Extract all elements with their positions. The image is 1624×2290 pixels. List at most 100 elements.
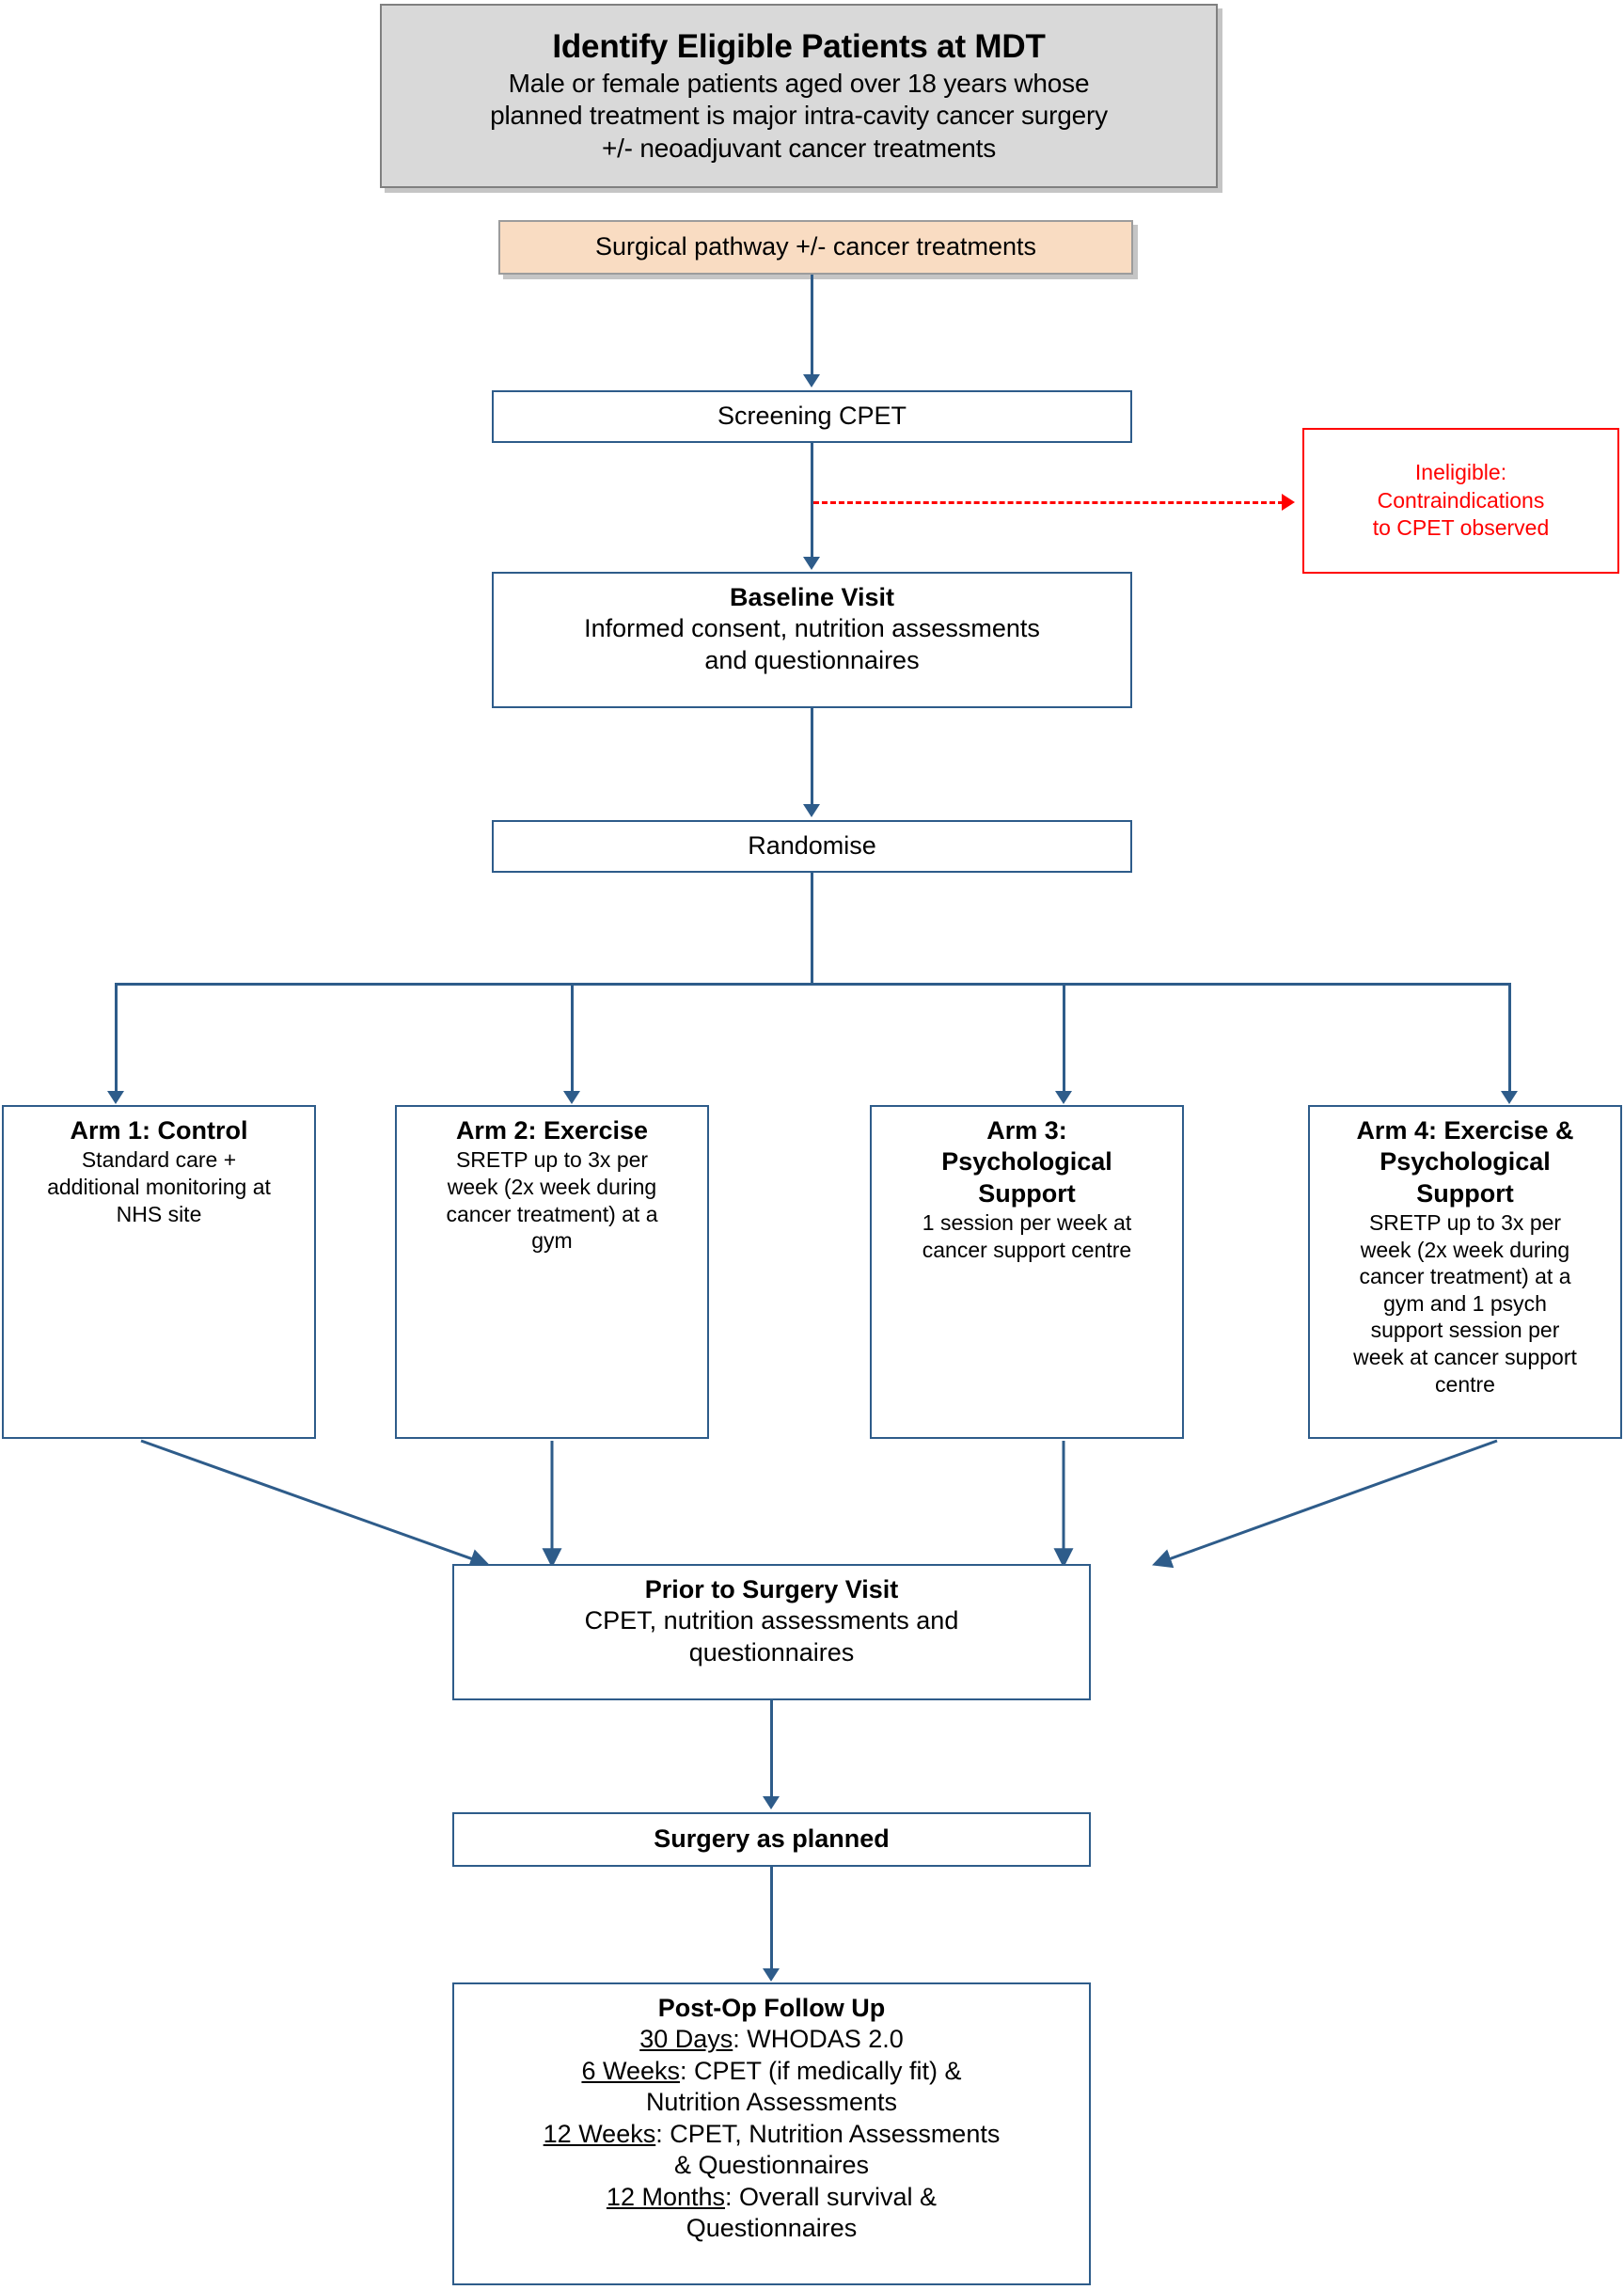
connector-randomise-bus xyxy=(115,983,1511,986)
connector-screening-to-ineligible xyxy=(813,501,1284,504)
node-baseline-visit: Baseline Visit Informed consent, nutriti… xyxy=(492,572,1132,708)
arrowhead-baseline-to-randomise xyxy=(803,804,820,817)
followup-row-label: 6 Weeks xyxy=(581,2056,680,2085)
ineligible-line-1: Ineligible: xyxy=(1414,459,1507,484)
arm2-line-2: week (2x week during xyxy=(447,1174,657,1199)
arm1-line-1: Standard care + xyxy=(81,1147,237,1173)
followup-row-label: 30 Days xyxy=(639,2025,733,2054)
arrowhead-bus-to-arm3 xyxy=(1055,1091,1072,1104)
arm2-title: Arm 2: Exercise xyxy=(455,1116,649,1145)
arm1-title: Arm 1: Control xyxy=(70,1116,248,1145)
followup-row-text: : CPET, Nutrition Assessments xyxy=(655,2119,1001,2148)
screening-title: Screening CPET xyxy=(717,402,907,431)
node-randomise: Randomise xyxy=(492,820,1132,873)
node-identify-eligible-patients: Identify Eligible Patients at MDT Male o… xyxy=(380,4,1218,188)
identify-title: Identify Eligible Patients at MDT xyxy=(552,28,1046,66)
followup-row: 12 Months: Overall survival & xyxy=(454,2182,1089,2213)
followup-row: Questionnaires xyxy=(454,2213,1089,2244)
surgical-pathway-title: Surgical pathway +/- cancer treatments xyxy=(595,232,1036,261)
arm2-line-1: SRETP up to 3x per xyxy=(455,1147,649,1173)
arm3-title-line-1: Arm 3: xyxy=(986,1116,1067,1145)
prior-surgery-line-2: questionnaires xyxy=(688,1637,855,1666)
node-surgical-pathway: Surgical pathway +/- cancer treatments xyxy=(498,220,1133,275)
surgery-title: Surgery as planned xyxy=(654,1824,890,1854)
followup-row-text: & Questionnaires xyxy=(673,2151,870,2180)
connector-arm2-to-prior-surgery xyxy=(542,1441,562,1569)
arm4-line-3: cancer treatment) at a xyxy=(1359,1264,1571,1289)
arm4-title-line-3: Support xyxy=(1416,1178,1514,1208)
connector-bus-to-arm3 xyxy=(1063,983,1065,1096)
arm4-line-7: centre xyxy=(1435,1371,1495,1397)
arrowhead-surgery-to-followup xyxy=(763,1968,780,1982)
connector-arm3-to-prior-surgery xyxy=(1053,1441,1074,1569)
followup-row: 12 Weeks: CPET, Nutrition Assessments xyxy=(454,2119,1089,2150)
arrowhead-bus-to-arm4 xyxy=(1501,1091,1518,1104)
node-surgery-as-planned: Surgery as planned xyxy=(452,1812,1091,1867)
followup-row: 30 Days: WHODAS 2.0 xyxy=(454,2024,1089,2055)
node-prior-to-surgery-visit: Prior to Surgery Visit CPET, nutrition a… xyxy=(452,1564,1091,1700)
arm4-title-line-2: Psychological xyxy=(1380,1147,1551,1177)
connector-prior-surgery-to-surgery xyxy=(770,1700,773,1806)
connector-screening-to-baseline xyxy=(811,443,813,566)
connector-bus-to-arm1 xyxy=(115,983,118,1096)
connector-surgery-to-followup xyxy=(770,1867,773,1978)
randomise-title: Randomise xyxy=(748,831,876,861)
identify-line-2: planned treatment is major intra-cavity … xyxy=(490,101,1108,131)
arm1-line-2: additional monitoring at xyxy=(47,1174,271,1199)
connector-pathway-to-screening xyxy=(811,275,813,376)
arrowhead-screening-to-baseline xyxy=(803,557,820,570)
arm1-line-3: NHS site xyxy=(116,1201,202,1226)
node-arm-3-psychological-support: Arm 3: Psychological Support 1 session p… xyxy=(870,1105,1184,1439)
arm3-title-line-2: Psychological xyxy=(941,1147,1112,1177)
node-arm-2-exercise: Arm 2: Exercise SRETP up to 3x per week … xyxy=(395,1105,709,1439)
ineligible-line-2: Contraindications xyxy=(1377,487,1545,513)
arm4-line-2: week (2x week during xyxy=(1360,1237,1570,1262)
followup-row-label: 12 Weeks xyxy=(543,2119,656,2148)
followup-row: Nutrition Assessments xyxy=(454,2087,1089,2118)
prior-surgery-title: Prior to Surgery Visit xyxy=(644,1575,899,1603)
baseline-line-1: Informed consent, nutrition assessments xyxy=(584,614,1040,643)
baseline-line-2: and questionnaires xyxy=(704,645,920,674)
followup-row-label: 12 Months xyxy=(606,2182,725,2211)
connector-randomise-trunk xyxy=(811,873,813,986)
followup-row-text: : WHODAS 2.0 xyxy=(733,2025,904,2054)
followup-title: Post-Op Follow Up xyxy=(657,1994,886,2022)
baseline-title: Baseline Visit xyxy=(729,583,895,611)
arm3-title-line-3: Support xyxy=(978,1178,1076,1208)
arm2-line-4: gym xyxy=(531,1228,573,1254)
connector-bus-to-arm4 xyxy=(1508,983,1511,1096)
node-arm-4-exercise-and-psychological-support: Arm 4: Exercise & Psychological Support … xyxy=(1308,1105,1622,1439)
followup-row: & Questionnaires xyxy=(454,2150,1089,2181)
arm4-title-line-1: Arm 4: Exercise & xyxy=(1356,1116,1574,1145)
connector-baseline-to-randomise xyxy=(811,708,813,813)
prior-surgery-line-1: CPET, nutrition assessments and xyxy=(584,1606,959,1635)
arrowhead-screening-to-ineligible xyxy=(1282,494,1295,511)
followup-row-text: : Overall survival & xyxy=(725,2182,938,2211)
followup-row: 6 Weeks: CPET (if medically fit) & xyxy=(454,2056,1089,2087)
arrowhead-bus-to-arm1 xyxy=(107,1091,124,1104)
identify-line-3: +/- neoadjuvant cancer treatments xyxy=(601,134,997,164)
followup-row-text: Nutrition Assessments xyxy=(645,2088,898,2117)
connector-arm1-to-prior-surgery xyxy=(140,1439,490,1569)
followup-row-text: : CPET (if medically fit) & xyxy=(679,2056,962,2085)
arm3-line-2: cancer support centre xyxy=(922,1237,1132,1262)
arm4-line-5: support session per xyxy=(1370,1318,1560,1343)
node-screening-cpet: Screening CPET xyxy=(492,390,1132,443)
identify-line-1: Male or female patients aged over 18 yea… xyxy=(508,68,1090,98)
node-ineligible: Ineligible: Contraindications to CPET ob… xyxy=(1302,428,1619,574)
arrowhead-prior-surgery-to-surgery xyxy=(763,1796,780,1809)
arm4-line-1: SRETP up to 3x per xyxy=(1368,1210,1562,1236)
arm4-line-6: week at cancer support xyxy=(1353,1344,1577,1369)
arm2-line-3: cancer treatment) at a xyxy=(446,1201,658,1226)
followup-row-text: Questionnaires xyxy=(686,2214,858,2243)
connector-bus-to-arm2 xyxy=(571,983,574,1096)
ineligible-line-3: to CPET observed xyxy=(1372,515,1550,541)
arrowhead-pathway-to-screening xyxy=(803,374,820,387)
node-arm-1-control: Arm 1: Control Standard care + additiona… xyxy=(2,1105,316,1439)
connector-arm4-to-prior-surgery xyxy=(1152,1439,1498,1569)
arrowhead-bus-to-arm2 xyxy=(563,1091,580,1104)
arm3-line-1: 1 session per week at xyxy=(922,1210,1132,1236)
